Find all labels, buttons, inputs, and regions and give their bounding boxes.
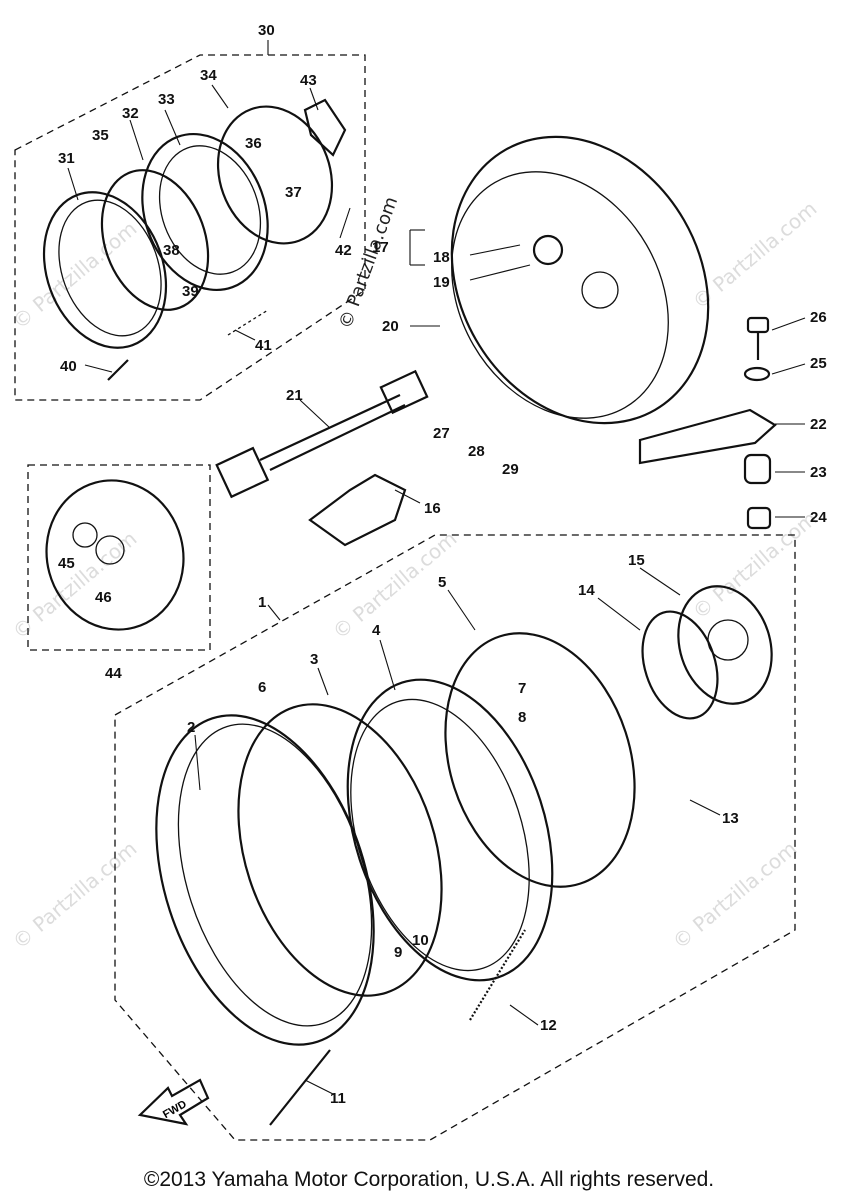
headlight-assembly-30 [42, 98, 347, 381]
callout-32: 32 [122, 105, 139, 122]
fwd-arrow: FWD [137, 1078, 210, 1126]
headlight-shell [450, 135, 777, 530]
callout-9: 9 [394, 944, 402, 961]
callout-28: 28 [468, 443, 485, 460]
group-30-outline [14, 54, 366, 401]
fwd-label: FWD [161, 1098, 189, 1121]
callout-2: 2 [187, 719, 195, 736]
callout-38: 38 [163, 242, 180, 259]
leader-lines [67, 40, 806, 1096]
callout-17: 17 [372, 239, 389, 256]
callout-40: 40 [60, 358, 77, 375]
callout-10: 10 [412, 932, 429, 949]
callout-37: 37 [285, 184, 302, 201]
callout-15: 15 [628, 552, 645, 569]
callout-8: 8 [518, 709, 526, 726]
callout-27: 27 [433, 425, 450, 442]
headlight-housing-44 [45, 479, 185, 631]
callouts: 30 31 32 33 34 35 36 37 38 39 40 41 42 4… [58, 22, 827, 1107]
callout-35: 35 [92, 127, 109, 144]
callout-23: 23 [810, 464, 827, 481]
headlight-assembly-1 [155, 585, 773, 1126]
callout-24: 24 [810, 509, 827, 526]
group-1-outline [114, 534, 796, 1141]
callout-39: 39 [182, 283, 199, 300]
watermark: © Partzilla.com [668, 836, 802, 954]
callout-6: 6 [258, 679, 266, 696]
watermarks: © Partzilla.com © Partzilla.com © Partzi… [8, 194, 822, 954]
callout-42: 42 [335, 242, 352, 259]
callout-19: 19 [433, 274, 450, 291]
callout-12: 12 [540, 1017, 557, 1034]
callout-20: 20 [382, 318, 399, 335]
callout-25: 25 [810, 355, 827, 372]
callout-31: 31 [58, 150, 75, 167]
callout-34: 34 [200, 67, 217, 84]
callout-7: 7 [518, 680, 526, 697]
copyright-notice: ©2013 Yamaha Motor Corporation, U.S.A. A… [143, 1168, 715, 1191]
callout-13: 13 [722, 810, 739, 827]
callout-5: 5 [438, 574, 446, 591]
watermark: © Partzilla.com [8, 836, 142, 954]
callout-33: 33 [158, 91, 175, 108]
callout-45: 45 [58, 555, 75, 572]
callout-41: 41 [255, 337, 272, 354]
wire-harness [215, 369, 429, 547]
callout-21: 21 [286, 387, 303, 404]
callout-14: 14 [578, 582, 595, 599]
callout-44: 44 [105, 665, 122, 682]
callout-16: 16 [424, 500, 441, 517]
watermark: © Partzilla.com [8, 216, 142, 334]
watermark: © Partzilla.com [335, 194, 402, 332]
callout-29: 29 [502, 461, 519, 478]
callout-11: 11 [330, 1090, 346, 1107]
callout-46: 46 [95, 589, 112, 606]
callout-26: 26 [810, 309, 827, 326]
group-44-outline [27, 464, 211, 651]
callout-1: 1 [258, 594, 266, 611]
callout-30: 30 [258, 22, 275, 39]
callout-36: 36 [245, 135, 262, 152]
callout-3: 3 [310, 651, 318, 668]
headlight-exploded-diagram: © Partzilla.com © Partzilla.com © Partzi… [8, 22, 827, 1141]
callout-43: 43 [300, 72, 317, 89]
callout-18: 18 [433, 249, 450, 266]
callout-4: 4 [372, 622, 381, 639]
callout-22: 22 [810, 416, 827, 433]
